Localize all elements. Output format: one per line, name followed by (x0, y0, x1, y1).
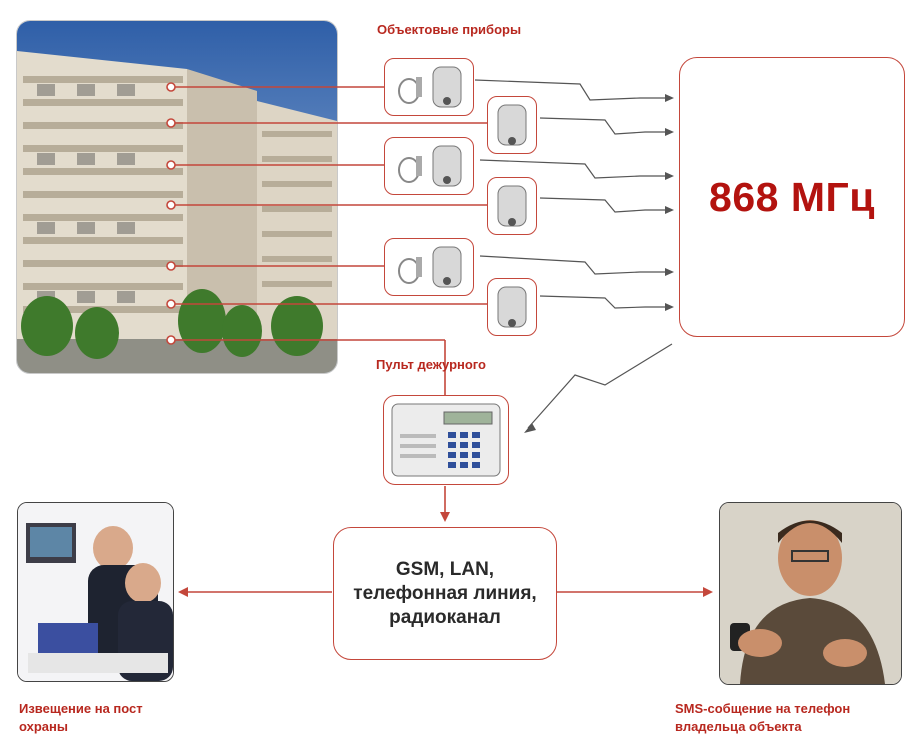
frequency-box: 868 МГц (679, 57, 905, 337)
object-devices-label: Объектовые приборы (377, 22, 522, 37)
owner-phone-caption: SMS-собщение на телефон владельца объект… (675, 700, 850, 736)
security-post-caption-line-1: Извещение на пост (19, 701, 143, 716)
device-detector-2 (384, 137, 474, 195)
frequency-label: 868 МГц (709, 173, 875, 220)
device-sensor-2 (487, 177, 537, 235)
control-panel (383, 395, 509, 485)
owner-phone-caption-line-1: SMS-собщение на телефон (675, 701, 851, 716)
channel-line-1: GSM, LAN, (395, 558, 495, 580)
device-detector-3 (384, 238, 474, 296)
key-reader-icon (398, 246, 462, 288)
security-post-caption-line-2: охраны (19, 719, 68, 734)
smoke-detector-icon (497, 104, 527, 146)
smoke-detector-icon (497, 286, 527, 328)
channel-line-2: телефонная линия, (353, 582, 537, 604)
channel-line-3: радиоканал (389, 606, 501, 628)
device-detector-1 (384, 58, 474, 116)
security-post-photo (17, 502, 174, 682)
owner-phone-caption-line-2: владельца объекта (675, 719, 802, 734)
channels-box: GSM, LAN, телефонная линия, радиоканал (333, 527, 557, 660)
smoke-detector-icon (497, 185, 527, 227)
control-panel-icon (391, 403, 501, 477)
key-reader-icon (398, 145, 462, 187)
operator-console-label: Пульт дежурного (376, 357, 486, 372)
device-sensor-1 (487, 96, 537, 154)
phone-user-photo (719, 502, 902, 685)
building-photo (16, 20, 338, 374)
key-reader-icon (398, 66, 462, 108)
security-post-caption: Извещение на пост охраны (19, 700, 143, 736)
device-sensor-3 (487, 278, 537, 336)
